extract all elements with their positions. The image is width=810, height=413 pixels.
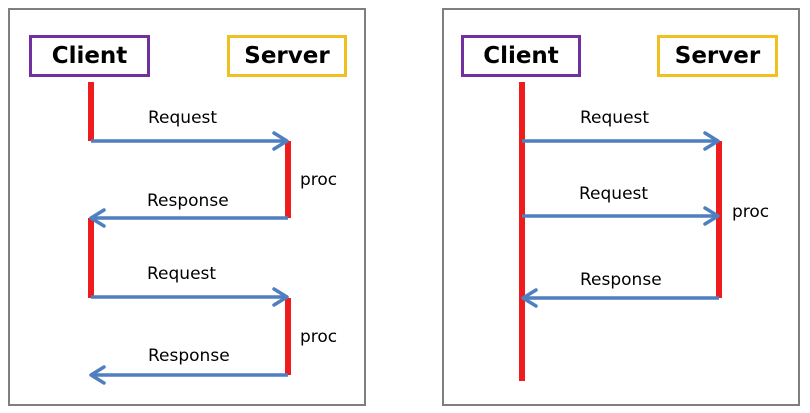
message-label: Request [580, 108, 650, 128]
server-box: Server [227, 35, 347, 77]
client-box: Client [461, 35, 581, 77]
request-arrow [522, 206, 720, 226]
response-arrow [89, 365, 288, 385]
request-arrow [91, 287, 289, 307]
message-label: Response [148, 346, 230, 366]
response-arrow [521, 288, 719, 308]
server-box: Server [657, 35, 778, 77]
message-label: Request [148, 108, 218, 128]
request-arrow [522, 131, 720, 151]
request-arrow [91, 131, 289, 151]
message-label: Request [147, 264, 217, 284]
message-label: Request [579, 184, 649, 204]
response-arrow [89, 208, 288, 228]
processing-label: proc [300, 170, 338, 190]
processing-label: proc [300, 327, 338, 347]
client-box: Client [29, 35, 150, 77]
message-label: Response [580, 270, 662, 290]
message-label: Response [147, 191, 229, 211]
processing-label: proc [732, 202, 770, 222]
